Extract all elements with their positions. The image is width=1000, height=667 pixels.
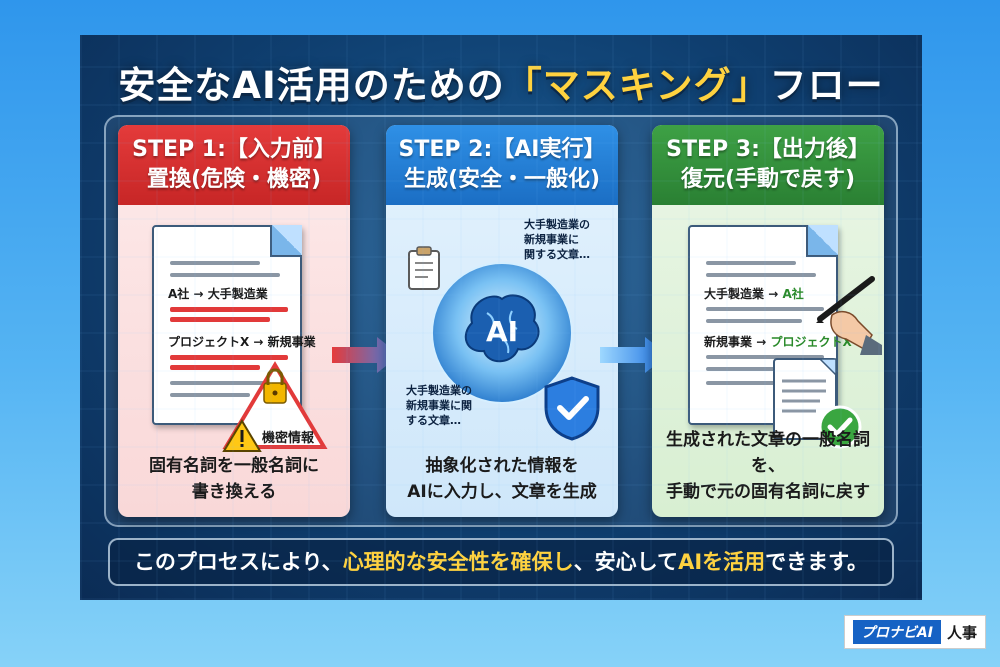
brand-name: プロナビAI [852, 620, 941, 644]
shield-check-icon [544, 376, 600, 441]
confidential-label: 機密情報 [262, 431, 315, 446]
masked-document-icon: A社 → 大手製造業 プロジェクトX → 新規事業 [152, 225, 316, 425]
step-1-card: STEP 1:【入力前】 置換(危険・機密) A社 → 大手製造業 プロジェクト… [118, 125, 350, 517]
hand-pen-icon [816, 276, 882, 355]
completed-document-icon [773, 358, 862, 449]
step-2-header: STEP 2:【AI実行】 生成(安全・一般化) [386, 125, 618, 205]
ai-input-text: 大手製造業の 新規事業に関 する文章… [406, 384, 472, 427]
restore-line-2: 新規事業 → プロジェクトX [704, 335, 852, 349]
brand-sub: 人事 [946, 623, 977, 642]
step-2-card: STEP 2:【AI実行】 生成(安全・一般化) AI [386, 125, 618, 517]
brand-logo[interactable]: プロナビAI 人事 [843, 615, 986, 649]
masking-flow-poster: 安全なAI活用のための「マスキング」フロー STEP 1:【入力前】 置換(危険… [80, 35, 922, 600]
step-1-header: STEP 1:【入力前】 置換(危険・機密) [118, 125, 350, 205]
clipboard-icon [408, 246, 440, 290]
ai-output-text: 大手製造業の 新規事業に 関する文章… [524, 218, 590, 261]
step-1-description: 固有名詞を一般名詞に 書き換える [149, 456, 319, 502]
restore-line-1: 大手製造業 → A社 [704, 287, 804, 301]
ai-brain-orb-icon: AI [431, 262, 573, 404]
warning-icon [222, 419, 262, 452]
arrow-right-icon [600, 337, 668, 373]
ai-label: AI [486, 315, 518, 348]
step-3-header: STEP 3:【出力後】 復元(手動で戻す) [652, 125, 884, 205]
step-2-description: 抽象化された情報を AIに入力し、文章を生成 [407, 456, 597, 502]
poster-title: 安全なAI活用のための「マスキング」フロー [118, 64, 884, 107]
step-3-card: STEP 3:【出力後】 復元(手動で戻す) 大手製造業 → A社 新規事業 →… [652, 125, 884, 517]
summary-banner: このプロセスにより、心理的な安全性を確保し、安心してAIを活用できます。 [108, 538, 894, 586]
replace-line-2: プロジェクトX → 新規事業 [168, 335, 316, 349]
replace-line-1: A社 → 大手製造業 [168, 287, 268, 301]
step-3-description: 生成された文章の一般名詞を、 手動で元の固有名詞に戻す [666, 430, 870, 502]
confidential-badge [222, 361, 328, 449]
arrow-right-icon [332, 337, 400, 373]
title-highlight: 「マスキング」 [504, 64, 770, 107]
